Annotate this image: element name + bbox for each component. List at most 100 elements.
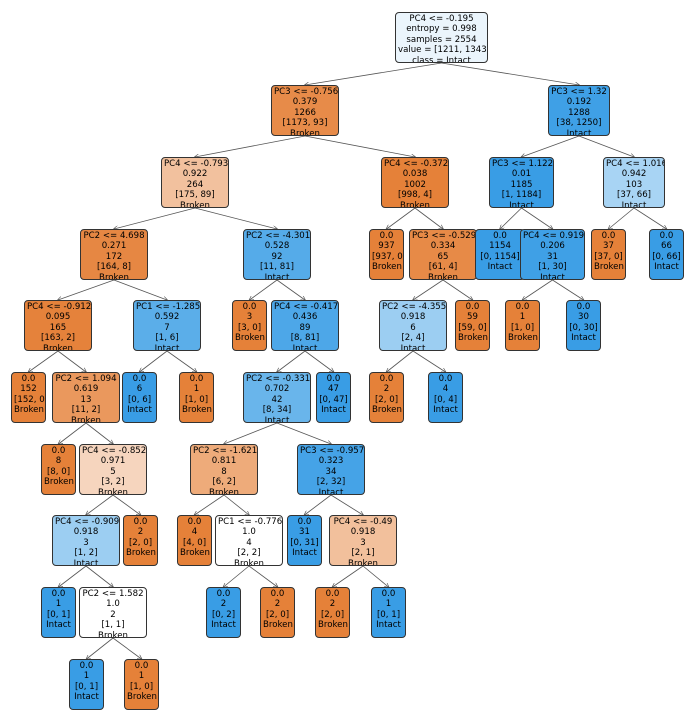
- node-line: Intact: [566, 128, 592, 136]
- node-line: 2: [329, 599, 336, 610]
- node-line: 0.0: [515, 302, 530, 312]
- node-line: 0.0: [465, 302, 480, 312]
- node-line: [8, 34]: [262, 405, 292, 416]
- node-line: 0.0: [270, 589, 285, 599]
- node-line: 937: [378, 241, 395, 252]
- tree-edge: [305, 62, 442, 85]
- node-line: Intact: [127, 405, 152, 416]
- node-line: class = Intact: [412, 55, 471, 63]
- node-line: PC3 <= -0.756: [274, 87, 339, 97]
- node-line: [0, 30]: [569, 322, 598, 333]
- node-line: Intact: [318, 487, 344, 495]
- node-line: 92: [271, 251, 283, 262]
- tree-edge: [58, 279, 115, 300]
- tree-edge: [250, 279, 278, 300]
- tree-edge: [59, 565, 87, 587]
- node-line: 47: [328, 384, 339, 395]
- node-line: Intact: [211, 620, 236, 631]
- node-line: 4: [246, 537, 252, 548]
- node-line: Broken: [126, 548, 156, 559]
- node-line: Broken: [263, 620, 293, 631]
- tree-edge: [248, 565, 278, 587]
- node-line: 0.918: [73, 527, 99, 538]
- node-line: 34: [325, 466, 337, 477]
- node-line: Broken: [98, 630, 128, 638]
- node-line: [0, 1]: [74, 681, 99, 692]
- node-line: Intact: [433, 405, 458, 416]
- node-line: entropy = 0.998: [406, 24, 477, 35]
- node-line: [164, 8]: [96, 262, 132, 273]
- node-line: 0.0: [133, 517, 148, 527]
- node-line: 0.323: [318, 456, 344, 467]
- node-line: PC2 <= -1.621: [193, 446, 258, 456]
- node-line: [2, 0]: [320, 609, 345, 620]
- node-line: 1: [55, 599, 62, 610]
- node-line: 31: [547, 251, 558, 262]
- tree-edge: [277, 350, 306, 372]
- node-line: 0.0: [379, 231, 394, 241]
- node-line: Intact: [292, 548, 317, 559]
- node-line: Broken: [372, 262, 402, 273]
- node-line: Broken: [428, 272, 458, 280]
- node-line: [59, 0]: [458, 322, 487, 333]
- node-line: 0.811: [211, 456, 237, 467]
- node-line: Intact: [540, 272, 565, 280]
- node-line: 0.379: [292, 97, 318, 108]
- tree-edge: [195, 135, 306, 157]
- node-line: [3, 2]: [101, 477, 125, 488]
- tree-edge: [412, 350, 446, 372]
- node-line: PC4 <= -0.49: [333, 517, 393, 527]
- node-line: [163, 2]: [40, 333, 76, 344]
- tree-edge: [86, 494, 114, 515]
- node-line: 0.918: [350, 527, 376, 538]
- node-line: PC4 <= 0.919: [523, 231, 585, 241]
- node-line: PC4 <= -0.372: [384, 159, 449, 169]
- node-line: Intact: [264, 415, 290, 423]
- node-line: Broken: [348, 558, 378, 566]
- tree-edge: [414, 207, 443, 229]
- tree-edge: [29, 350, 59, 372]
- node-line: 152: [20, 384, 37, 395]
- node-line: [998, 4]: [397, 190, 433, 201]
- node-line: 0.436: [292, 312, 318, 323]
- node-line: 59: [467, 312, 478, 323]
- tree-edge: [195, 494, 225, 515]
- tree-edge: [112, 494, 141, 515]
- node-line: 30: [578, 312, 589, 323]
- node-line: [1, 6]: [155, 333, 179, 344]
- node-line: [0, 1]: [376, 609, 401, 620]
- node-line: [1, 0]: [510, 322, 535, 333]
- node-line: Intact: [509, 200, 534, 208]
- node-line: 1154: [489, 241, 511, 252]
- node-line: Broken: [508, 333, 538, 344]
- node-line: 4: [442, 384, 449, 395]
- node-line: Broken: [180, 548, 210, 559]
- node-line: 0.192: [566, 97, 592, 108]
- node-line: 0.619: [73, 384, 99, 395]
